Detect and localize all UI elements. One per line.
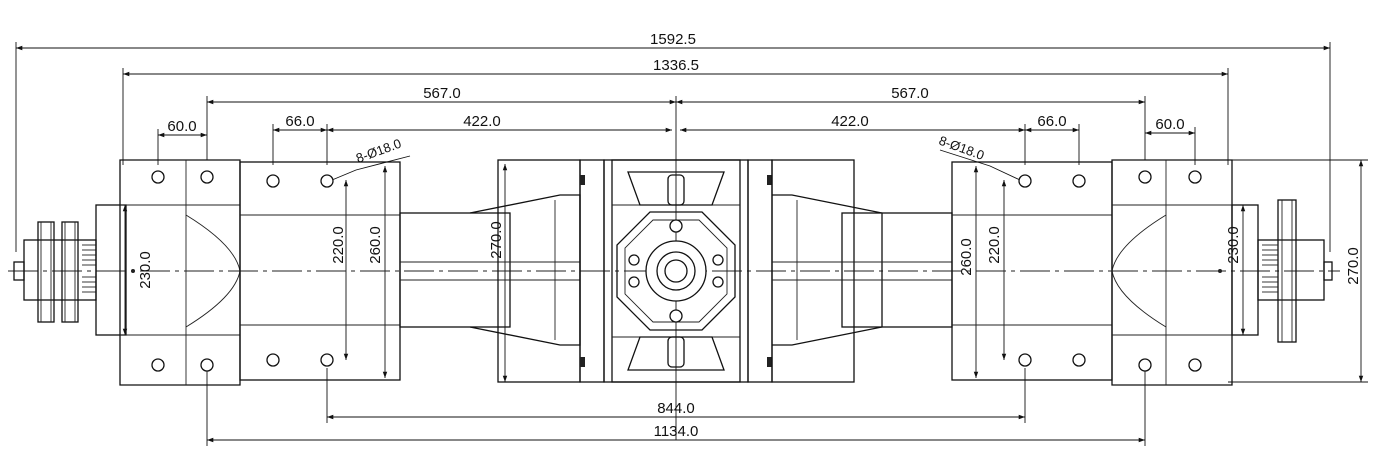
dim-left-bolt-height: 220.0 [330, 226, 347, 264]
dim-right-inner: 422.0 [831, 113, 869, 130]
right-flange-housing [1111, 159, 1259, 386]
left-output-shaft [13, 221, 97, 323]
differential-housing [603, 159, 749, 383]
dim-left-bolt-offset: 66.0 [285, 113, 314, 130]
dim-right-holes: 8-Ø18.0 [937, 133, 986, 163]
dim-overall-height: 270.0 [1345, 247, 1362, 285]
dimension-lines [8, 42, 1368, 446]
dim-outer-bolt-span: 1134.0 [654, 423, 699, 440]
dim-right-pad-height: 260.0 [958, 238, 975, 276]
dim-right-bolt-offset: 66.0 [1037, 113, 1066, 130]
dim-overall-length: 1592.5 [650, 31, 696, 48]
dim-left-end-offset: 60.0 [167, 118, 196, 135]
dim-left-flange-height: 230.0 [137, 251, 154, 289]
dim-left-inner: 422.0 [463, 113, 501, 130]
dimension-labels: 1592.5 1336.5 567.0 567.0 60.0 60.0 66.0… [137, 31, 1362, 440]
dim-left-half: 567.0 [423, 85, 461, 102]
dim-center-height: 270.0 [488, 221, 505, 259]
right-axle-tube [747, 159, 953, 383]
dim-right-half: 567.0 [891, 85, 929, 102]
dim-right-flange-height: 230.0 [1225, 226, 1242, 264]
dim-inner-bolt-span: 844.0 [657, 400, 695, 417]
dim-left-holes: 8-Ø18.0 [354, 136, 403, 166]
dim-right-end-offset: 60.0 [1155, 116, 1184, 133]
dim-right-bolt-height: 220.0 [986, 226, 1003, 264]
dim-left-pad-height: 260.0 [367, 226, 384, 264]
dim-flange-span: 1336.5 [653, 57, 699, 74]
right-mounting-pad [951, 161, 1113, 381]
right-output-shaft [1257, 199, 1333, 343]
left-flange-housing [95, 159, 241, 386]
